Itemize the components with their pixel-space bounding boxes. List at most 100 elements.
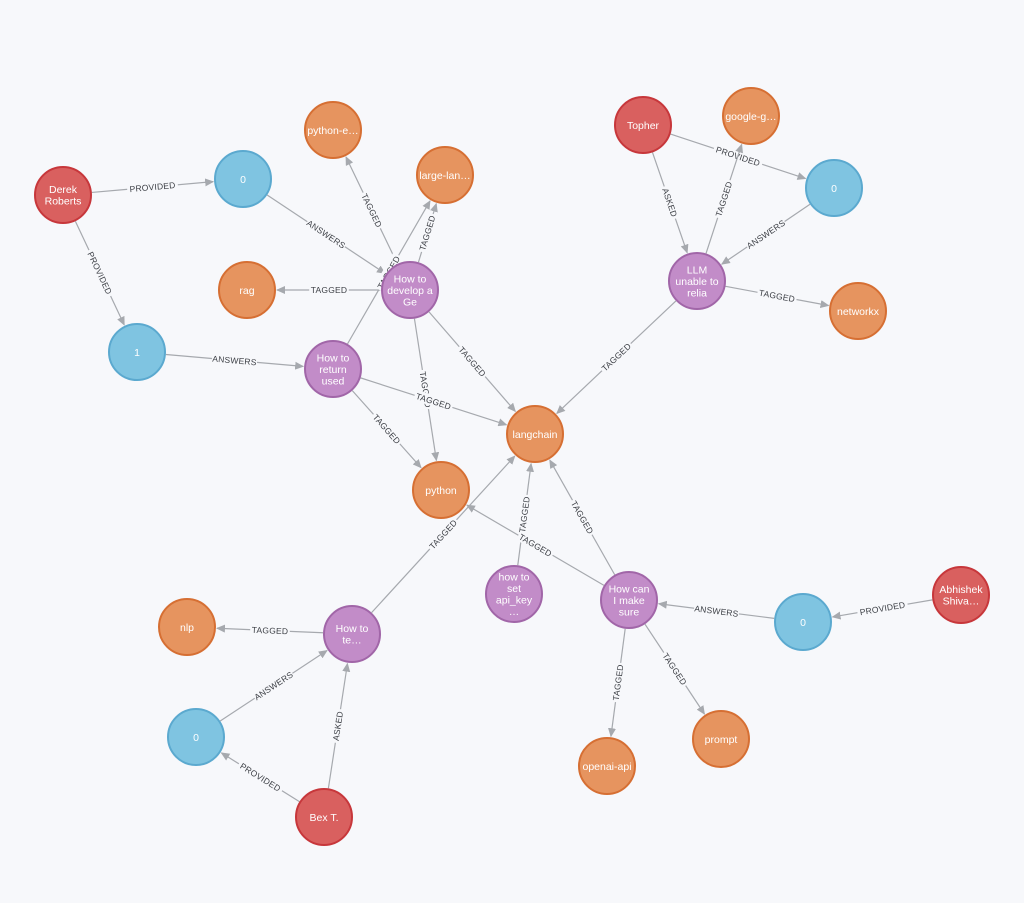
relationship-edge[interactable]: PROVIDED xyxy=(220,752,300,803)
relationship-edge[interactable]: TAGGED xyxy=(428,311,516,413)
tag-node-circle[interactable] xyxy=(722,87,780,145)
edge-label-background xyxy=(743,216,788,252)
node-tag[interactable]: networkx xyxy=(829,282,887,340)
edge-label-group: TAGGED xyxy=(756,286,798,305)
relationship-edge[interactable]: TAGGED xyxy=(415,202,438,263)
tag-node-circle[interactable] xyxy=(578,737,636,795)
relationship-edge[interactable]: ANSWERS xyxy=(219,649,328,722)
relationship-edge[interactable]: PROVIDED xyxy=(831,598,933,620)
edge-label-group: PROVIDED xyxy=(84,247,117,299)
node-user[interactable]: Bex T. xyxy=(295,788,353,846)
question-node-circle[interactable] xyxy=(381,261,439,319)
user-node-circle[interactable] xyxy=(34,166,92,224)
relationship-edge[interactable]: ANSWERS xyxy=(657,600,775,619)
edge-label-background xyxy=(597,339,635,375)
edge-label: TAGGED xyxy=(311,285,347,295)
edge-label-group: PROVIDED xyxy=(856,598,909,618)
relationship-edge[interactable]: TAGGED xyxy=(515,462,535,566)
user-node-circle[interactable] xyxy=(614,96,672,154)
tag-node-circle[interactable] xyxy=(304,101,362,159)
relationship-edge[interactable]: TAGGED xyxy=(345,156,398,265)
relationship-edge[interactable]: ANSWERS xyxy=(165,352,305,370)
tag-node-circle[interactable] xyxy=(692,710,750,768)
edge-label-group: TAGGED xyxy=(309,284,349,295)
answer-node-circle[interactable] xyxy=(805,159,863,217)
answer-node-circle[interactable] xyxy=(214,150,272,208)
edge-label-background xyxy=(369,410,405,448)
node-tag[interactable]: prompt xyxy=(692,710,750,768)
relationship-edge[interactable]: PROVIDED xyxy=(74,220,125,326)
node-tag[interactable]: google-g… xyxy=(722,87,780,145)
node-user[interactable]: AbhishekShiva… xyxy=(932,566,990,624)
node-answer[interactable]: 0 xyxy=(774,593,832,651)
edge-label: PROVIDED xyxy=(238,761,282,794)
question-node-circle[interactable] xyxy=(323,605,381,663)
node-tag[interactable]: python-e… xyxy=(304,101,362,159)
tag-node-circle[interactable] xyxy=(829,282,887,340)
relationship-edge[interactable]: TAGGED xyxy=(725,285,830,308)
question-node-circle[interactable] xyxy=(304,340,362,398)
node-user[interactable]: Topher xyxy=(614,96,672,154)
edge-label-group: ASKED xyxy=(659,184,682,221)
node-tag[interactable]: openai-api xyxy=(578,737,636,795)
edge-label-background xyxy=(415,212,438,254)
relationship-edge[interactable]: TAGGED xyxy=(215,623,324,637)
relationship-edge[interactable]: TAGGED xyxy=(556,300,677,415)
node-question[interactable]: how tosetapi_key… xyxy=(485,565,543,623)
edge-label: TAGGED xyxy=(417,214,437,252)
edge-label: ASKED xyxy=(331,710,345,741)
relationship-edge[interactable]: ASKED xyxy=(651,152,689,254)
answer-node-circle[interactable] xyxy=(167,708,225,766)
edge-label: TAGGED xyxy=(427,518,459,552)
relationship-edge[interactable]: TAGGED xyxy=(351,390,422,469)
relationship-edge[interactable]: TAGGED xyxy=(549,459,616,576)
relationship-edge[interactable]: TAGGED xyxy=(276,284,381,295)
edge-label-group: TAGGED xyxy=(250,623,291,637)
edge-label: TAGGED xyxy=(359,192,384,229)
tag-node-circle[interactable] xyxy=(158,598,216,656)
node-answer[interactable]: 0 xyxy=(167,708,225,766)
node-tag[interactable]: large-lan… xyxy=(416,146,474,204)
relationship-edge[interactable]: TAGGED xyxy=(705,143,743,254)
relationship-edge[interactable]: TAGGED xyxy=(608,628,626,738)
node-tag[interactable]: nlp xyxy=(158,598,216,656)
answer-node-circle[interactable] xyxy=(774,593,832,651)
edge-label-group: ASKED xyxy=(329,708,346,744)
edge-label-background xyxy=(856,598,909,618)
node-answer[interactable]: 1 xyxy=(108,323,166,381)
relationship-edge[interactable]: TAGGED xyxy=(644,623,705,715)
node-tag[interactable]: python xyxy=(412,461,470,519)
tag-node-circle[interactable] xyxy=(506,405,564,463)
node-answer[interactable]: 0 xyxy=(805,159,863,217)
edge-label: TAGGED xyxy=(456,345,487,379)
question-node-circle[interactable] xyxy=(485,565,543,623)
tag-node-circle[interactable] xyxy=(416,146,474,204)
tag-node-circle[interactable] xyxy=(218,261,276,319)
relationship-edge[interactable]: PROVIDED xyxy=(91,178,215,195)
edge-label: TAGGED xyxy=(371,412,403,446)
edge-label: TAGGED xyxy=(713,180,734,218)
relationship-edge[interactable]: ANSWERS xyxy=(720,203,811,265)
relationship-edge[interactable]: ASKED xyxy=(327,662,351,789)
user-node-circle[interactable] xyxy=(932,566,990,624)
user-node-circle[interactable] xyxy=(295,788,353,846)
node-answer[interactable]: 0 xyxy=(214,150,272,208)
question-node-circle[interactable] xyxy=(668,252,726,310)
tag-node-circle[interactable] xyxy=(412,461,470,519)
node-question[interactable]: How tote… xyxy=(323,605,381,663)
edge-label-background xyxy=(304,216,349,251)
edge-label-group: TAGGED xyxy=(609,662,626,703)
relationship-edge[interactable]: TAGGED xyxy=(413,318,440,462)
node-tag[interactable]: langchain xyxy=(506,405,564,463)
answer-node-circle[interactable] xyxy=(108,323,166,381)
edge-label: ANSWERS xyxy=(252,669,295,702)
node-tag[interactable]: rag xyxy=(218,261,276,319)
question-node-circle[interactable] xyxy=(600,571,658,629)
